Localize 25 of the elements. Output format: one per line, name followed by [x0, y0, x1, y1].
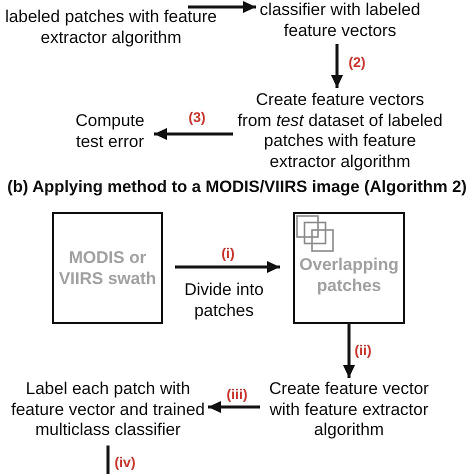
- step-text: classifier with labeled feature vectors: [256, 0, 424, 41]
- box-label: MODIS or VIIRS swath: [58, 247, 157, 289]
- connector-line: [106, 446, 110, 474]
- arrow: [343, 324, 355, 378]
- step-text: Label each patch with feature vector and trained multiclass classifier: [10, 379, 206, 440]
- arrow: [154, 128, 233, 140]
- edge-label: (iii): [226, 386, 248, 402]
- section-heading: (b) Applying method to a MODIS/VIIRS image (Algorithm 2): [6, 177, 468, 197]
- process-box: [52, 212, 163, 324]
- edge-label: (ii): [354, 342, 372, 358]
- arrow-caption: Divide into patches: [183, 280, 265, 321]
- step-text: Create feature vectors from test dataset of labeled patches with feature extractor algorithm: [237, 90, 443, 172]
- process-box: [293, 212, 405, 324]
- arrow: [188, 1, 256, 13]
- step-text: labeled patches with feature extractor algorithm: [2, 7, 220, 48]
- edge-label: (iv): [114, 454, 136, 470]
- arrow: [331, 44, 343, 88]
- edge-label: (i): [221, 245, 235, 261]
- edge-label: (3): [188, 109, 206, 125]
- step-text: Create feature vector with feature extractor algorithm: [261, 379, 437, 440]
- arrow: [175, 261, 280, 273]
- arrow: [208, 401, 260, 413]
- box-label: Overlapping patches: [299, 254, 399, 296]
- step-text: Compute test error: [68, 111, 152, 152]
- edge-label: (2): [348, 54, 366, 70]
